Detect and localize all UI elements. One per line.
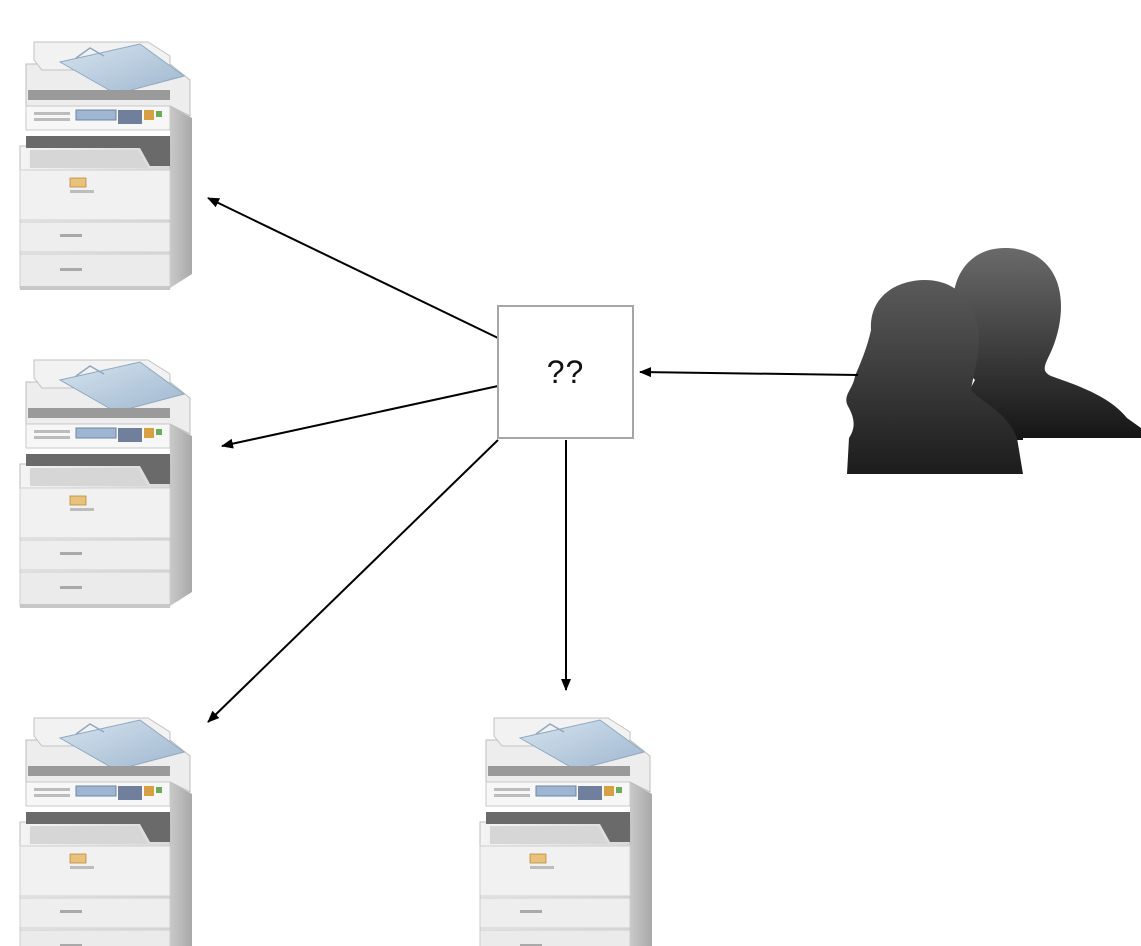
arrow-box-to-printer-1 (207, 197, 499, 339)
printer-icon-1 (19, 41, 193, 291)
printer-icon-2 (19, 359, 193, 609)
printer-icon-3 (19, 717, 193, 946)
arrow-box-to-printer-2 (221, 385, 499, 449)
unknown-component-box: ?? (497, 305, 634, 439)
users-silhouette-icon (846, 248, 1141, 474)
unknown-component-label: ?? (546, 353, 585, 390)
printer-icon-4 (479, 717, 653, 946)
arrow-users-to-box (639, 367, 859, 378)
arrow-box-to-printer-3 (207, 439, 499, 723)
